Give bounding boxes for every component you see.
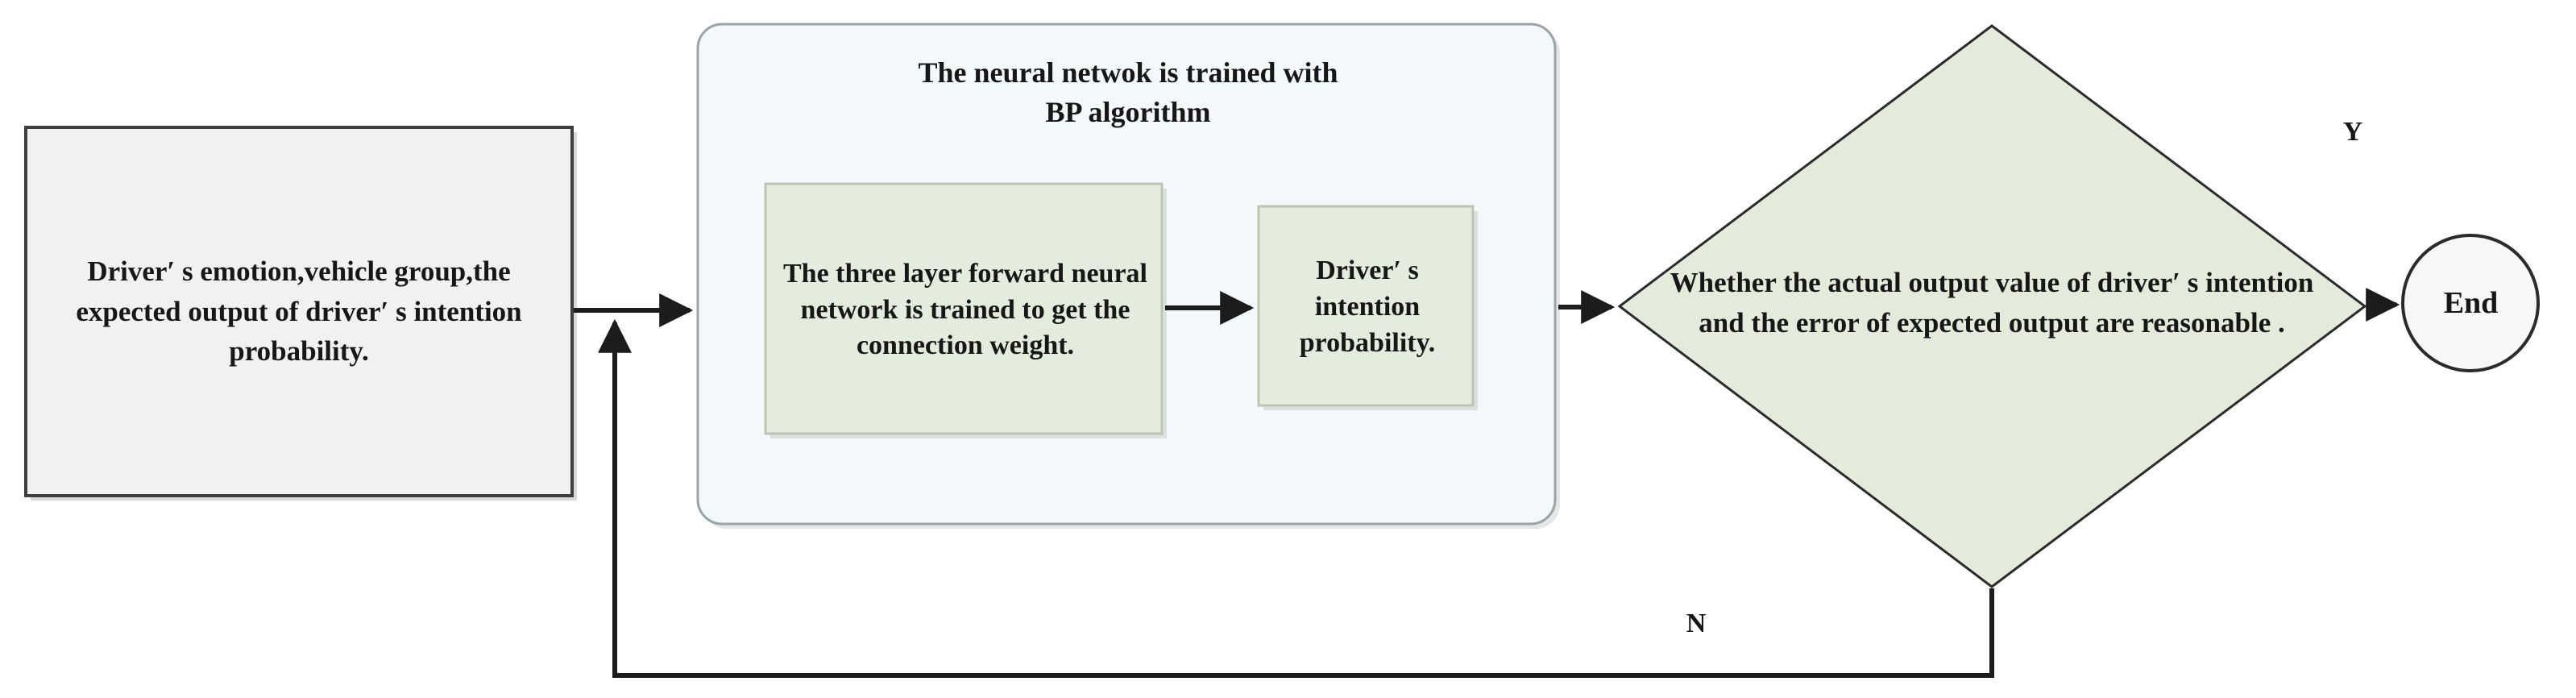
inner-box-1-shape xyxy=(764,182,1167,438)
start-box-shape xyxy=(24,126,577,501)
end-circle-shape xyxy=(2401,234,2540,372)
inner-box-2-shape xyxy=(1257,205,1478,410)
decision-diamond-shape xyxy=(1617,24,2367,588)
edge-decision-feedback-no xyxy=(598,318,1994,678)
